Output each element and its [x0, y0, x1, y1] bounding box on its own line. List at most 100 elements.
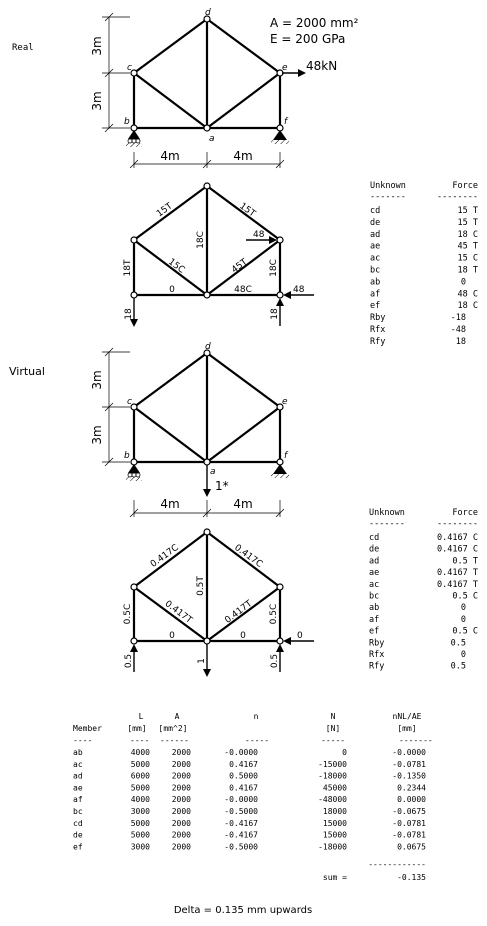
summary-cell: 5000	[131, 819, 150, 828]
summary-cell: -18000	[318, 842, 347, 851]
virtual-force-bc: 0.5C	[123, 604, 133, 625]
summary-sum-label: sum =	[323, 873, 347, 882]
table-cell-force: 0	[461, 650, 466, 660]
virtual-force-af: 0	[240, 631, 246, 641]
real-force-joints	[130, 182, 284, 299]
virtual-reaction-f: 0.5	[270, 654, 280, 668]
unit-load-arrow	[203, 465, 211, 497]
table-cell-unknown: ae	[370, 242, 380, 252]
table-cell-unknown: Rby	[369, 638, 384, 648]
roller-support-icon	[126, 130, 142, 147]
summary-cell: ef	[73, 842, 83, 851]
table-cell-unknown: ad	[370, 230, 380, 240]
summary-cell: 0.2344	[397, 783, 426, 792]
real-force-ext-e: 48	[253, 230, 265, 240]
table-cell-force: 0.4167 T	[437, 580, 478, 590]
applied-load-label: 48kN	[306, 59, 337, 73]
virtual-dim-4m-left: 4m	[160, 497, 179, 511]
table-cell-unknown: Rfx	[370, 325, 385, 335]
virtual-vertical-dimension	[102, 347, 130, 467]
real-force-bc: 18T	[123, 259, 133, 276]
area-label: A = 2000 mm²	[270, 16, 359, 30]
dim-3m-top: 3m	[90, 36, 104, 55]
table-cell-force: 0.5 C	[452, 627, 478, 637]
table-cell-force: 18 C	[458, 230, 478, 240]
summary-rule: -----	[321, 736, 345, 745]
summary-cell: 2000	[172, 807, 191, 816]
summary-cell: 3000	[131, 807, 150, 816]
table-cell-unknown: ac	[370, 254, 380, 264]
summary-rule: ----	[73, 736, 92, 745]
table-header-unknown: Unknown	[369, 508, 405, 518]
dim-4m-right: 4m	[233, 149, 252, 163]
summary-header-unit: [mm]	[127, 724, 146, 733]
summary-rule: -----	[245, 736, 269, 745]
virtual-truss-members	[132, 352, 282, 464]
real-force-ab: 0	[169, 285, 175, 295]
virtual-force-ae: 0.417T	[223, 599, 254, 626]
table-cell-unknown: af	[370, 289, 380, 299]
table-rule: --------	[437, 519, 478, 529]
summary-cell: 4000	[131, 748, 150, 757]
joint-e-label: e	[282, 63, 288, 73]
table-cell-unknown: ef	[370, 301, 380, 311]
summary-sum-rule: ------------	[368, 860, 426, 869]
joint-b-label: b	[124, 117, 130, 127]
summary-cell: ac	[73, 760, 83, 769]
real-horizontal-dimension	[129, 152, 285, 169]
virtual-reaction-fx: 0	[297, 631, 303, 641]
summary-cell: 6000	[131, 772, 150, 781]
summary-cell: -0.0000	[224, 748, 258, 757]
real-truss-members	[132, 18, 282, 130]
table-cell-unknown: af	[369, 615, 379, 625]
real-reaction-b: 18	[124, 308, 134, 320]
dim-4m-left: 4m	[160, 149, 179, 163]
table-cell-force: 18 T	[458, 266, 478, 276]
summary-header: Member	[73, 724, 102, 733]
virtual-roller-support-icon	[126, 464, 142, 481]
summary-cell: -0.0781	[392, 819, 426, 828]
real-reaction-b-arrow	[130, 298, 138, 327]
summary-cell: de	[73, 831, 83, 840]
modulus-label: E = 200 GPa	[270, 32, 345, 46]
table-rule: --------	[437, 192, 478, 202]
summary-cell: -15000	[318, 760, 347, 769]
summary-cell: -0.5000	[224, 842, 258, 851]
dim-3m-bottom: 3m	[90, 91, 104, 110]
virtual-force-ad: 0.5T	[196, 576, 206, 596]
summary-cell: 2000	[172, 842, 191, 851]
joint-a-label: a	[209, 134, 215, 144]
table-cell-unknown: ad	[369, 556, 379, 566]
table-header-force: Force	[452, 181, 478, 191]
real-force-ae: 45T	[230, 257, 250, 275]
table-cell-force: 48 C	[458, 289, 478, 299]
summary-cell: ae	[73, 783, 83, 792]
summary-cell: 15000	[323, 831, 347, 840]
summary-cell: 0.0000	[397, 795, 426, 804]
virtual-joint-e-label: e	[282, 397, 288, 407]
summary-header: nNL/AE	[393, 712, 422, 721]
table-cell-force: 15 T	[458, 206, 478, 216]
summary-cell: 0.4167	[229, 760, 258, 769]
table-cell-unknown: Rfx	[369, 650, 384, 660]
summary-cell: 0.0675	[397, 842, 426, 851]
summary-cell: -18000	[318, 772, 347, 781]
real-reaction-fy-arrow	[276, 298, 284, 326]
virtual-force-members	[132, 531, 282, 643]
real-force-af: 48C	[234, 285, 252, 295]
virtual-reaction-f-arrow	[276, 644, 284, 672]
summary-cell: 5000	[131, 831, 150, 840]
table-cell-unknown: ac	[369, 580, 379, 590]
real-force-ad: 18C	[196, 231, 206, 249]
table-cell-unknown: bc	[370, 266, 380, 276]
summary-cell: 2000	[172, 831, 191, 840]
joint-d-label: d	[205, 8, 211, 18]
summary-cell: cd	[73, 819, 83, 828]
real-joints	[130, 15, 284, 132]
table-cell-unknown: Rfy	[370, 337, 385, 347]
table-cell-force: 15 C	[458, 254, 478, 264]
summary-cell: 18000	[323, 807, 347, 816]
